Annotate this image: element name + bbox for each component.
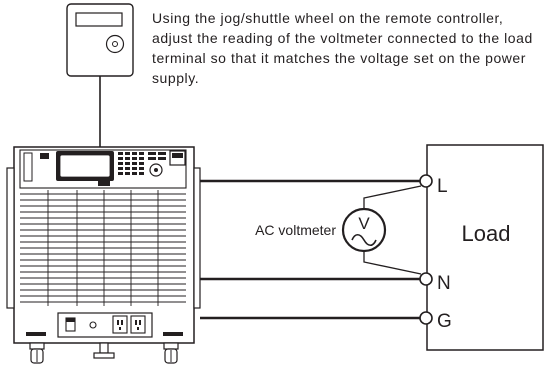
trim-left	[26, 332, 46, 336]
power-supply	[6, 146, 201, 364]
caster-left	[29, 342, 45, 364]
terminal-g-label: G	[437, 311, 452, 332]
power-switch-area	[23, 152, 33, 182]
instruction-text: Using the jog/shuttle wheel on the remot…	[152, 10, 533, 86]
display-screen	[59, 154, 111, 178]
indicator-lamp	[40, 153, 49, 159]
outlet-terminal	[89, 321, 97, 329]
terminal-l	[419, 174, 433, 188]
terminal-l-label: L	[437, 176, 448, 197]
ac-outlet-2	[130, 315, 146, 334]
load-label: Load	[462, 221, 511, 246]
load-box	[426, 144, 544, 351]
ac-outlet-1	[112, 315, 128, 334]
display-foot	[98, 181, 110, 186]
terminal-g	[419, 311, 433, 325]
terminal-n	[419, 272, 433, 286]
center-foot	[93, 342, 115, 359]
voltmeter-symbol: V	[358, 214, 370, 233]
panel-switch-top	[172, 153, 183, 158]
ac-voltmeter-icon	[341, 207, 387, 253]
trim-right	[163, 332, 183, 336]
vent-grille	[20, 190, 186, 306]
terminal-n-label: N	[437, 273, 451, 294]
remote-controller	[66, 3, 134, 77]
left-handle	[6, 167, 15, 309]
jog-shuttle-center	[112, 41, 118, 47]
right-handle	[193, 167, 201, 309]
voltmeter-label: AC voltmeter	[255, 222, 336, 238]
keypad	[118, 152, 166, 175]
remote-controller-display	[75, 12, 123, 27]
breaker-switch-top	[66, 318, 75, 322]
caster-right	[163, 342, 179, 364]
panel-knob-center	[154, 168, 158, 172]
ac-wave-icon	[351, 233, 377, 247]
